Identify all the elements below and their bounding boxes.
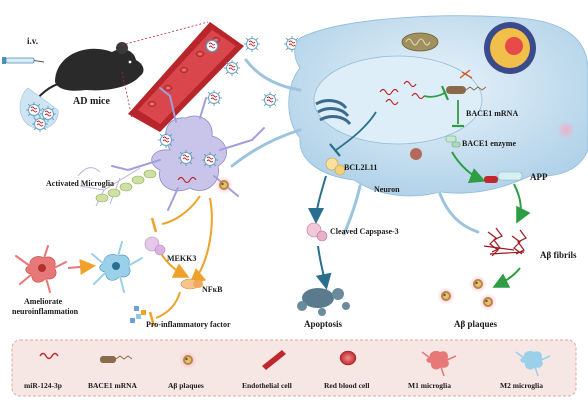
plaque-icon (437, 287, 455, 305)
apoptotic-cell-icon (297, 288, 350, 316)
m1-microglia-cell (15, 245, 67, 293)
bace1-enzyme-icon (445, 135, 461, 148)
mrna-icon (446, 69, 487, 94)
legend-rbc-icon (339, 350, 357, 366)
nanoparticle-icon (157, 131, 175, 149)
plaque-icon (469, 275, 487, 293)
mitochondria-icon (401, 32, 439, 52)
m2-microglia-cell (91, 241, 143, 293)
nanoparticle-icon (25, 101, 43, 119)
pro-inflammatory-label: Pro-inflammatory factor (146, 320, 231, 329)
nfkb-label: NFκB (202, 285, 223, 294)
plaque-icon (479, 293, 497, 311)
app-protein-icon (484, 171, 523, 183)
caspase-3-icon (306, 222, 328, 242)
nanoparticle-icon (243, 35, 261, 53)
legend-plaque-icon (179, 351, 197, 369)
nanoparticle-icon (201, 151, 219, 169)
cytokine-icon (130, 306, 146, 323)
fibril-icon (483, 227, 527, 257)
nanoparticle-icon (31, 115, 49, 133)
lysosome-icon (557, 121, 575, 139)
app-label: APP (530, 172, 548, 182)
apoptosis-label: Apoptosis (304, 319, 343, 329)
nanoparticle-icon (203, 37, 221, 55)
legend-label-mirna: miR-124-3p (24, 381, 62, 390)
plaques-label: Aβ plaques (454, 319, 498, 329)
legend-label-rbc: Red blood cell (324, 381, 369, 390)
mekk3-protein-icon (144, 236, 166, 256)
injection-label: i.v. (27, 36, 38, 46)
ameliorate-label: Ameliorate (24, 297, 63, 306)
legend-m1-icon (421, 350, 457, 377)
syringe-icon (2, 57, 45, 64)
legend-label-plaques: Aβ plaques (168, 381, 204, 390)
neuron-label: Neuron (374, 185, 400, 194)
neuroinflammation-label: neuroinflammation (12, 307, 79, 316)
legend-label-m1: M1 microglia (408, 381, 451, 390)
mouse-label: AD mice (73, 96, 110, 107)
bace1-mrna-label: BACE1 mRNA (466, 109, 518, 118)
mekk3-label: MEKK3 (167, 254, 196, 263)
golgi-icon (315, 99, 352, 126)
legend-endothelial-icon (262, 350, 286, 370)
vesicle-icon (410, 148, 422, 160)
legend-label-mrna: BACE1 mRNA (88, 381, 138, 390)
legend-m2-icon (515, 350, 551, 377)
legend-mirna-icon (39, 352, 59, 360)
bace1-enzyme-label: BACE1 enzyme (462, 139, 516, 148)
cell-nucleus-icon (484, 22, 536, 74)
nanoparticle-icon (261, 91, 279, 109)
plaque-icon (215, 176, 233, 194)
nucleus (313, 55, 483, 145)
nanoparticle-icon (223, 59, 241, 77)
nanoparticle-icon (177, 149, 195, 167)
legend-label-endothelial: Endothelial cell (242, 381, 292, 390)
caspase-label: Cleaved Capspase-3 (330, 227, 399, 236)
legend-label-m2: M2 microglia (500, 381, 543, 390)
mirna-strand-icon (177, 176, 197, 184)
legend-mrna-icon (100, 355, 133, 363)
nfkb-protein-icon (180, 278, 203, 290)
bcl2l11-protein-icon (325, 157, 346, 176)
nanoparticle-icon (205, 89, 223, 107)
fibrils-label: Aβ fibrils (540, 250, 577, 260)
activated-microglia-label: Activated Microglia (46, 179, 114, 188)
microglia-process-chain (95, 169, 157, 203)
bcl2l11-label: BCL2L11 (344, 163, 377, 172)
mirna-cluster (379, 80, 425, 106)
